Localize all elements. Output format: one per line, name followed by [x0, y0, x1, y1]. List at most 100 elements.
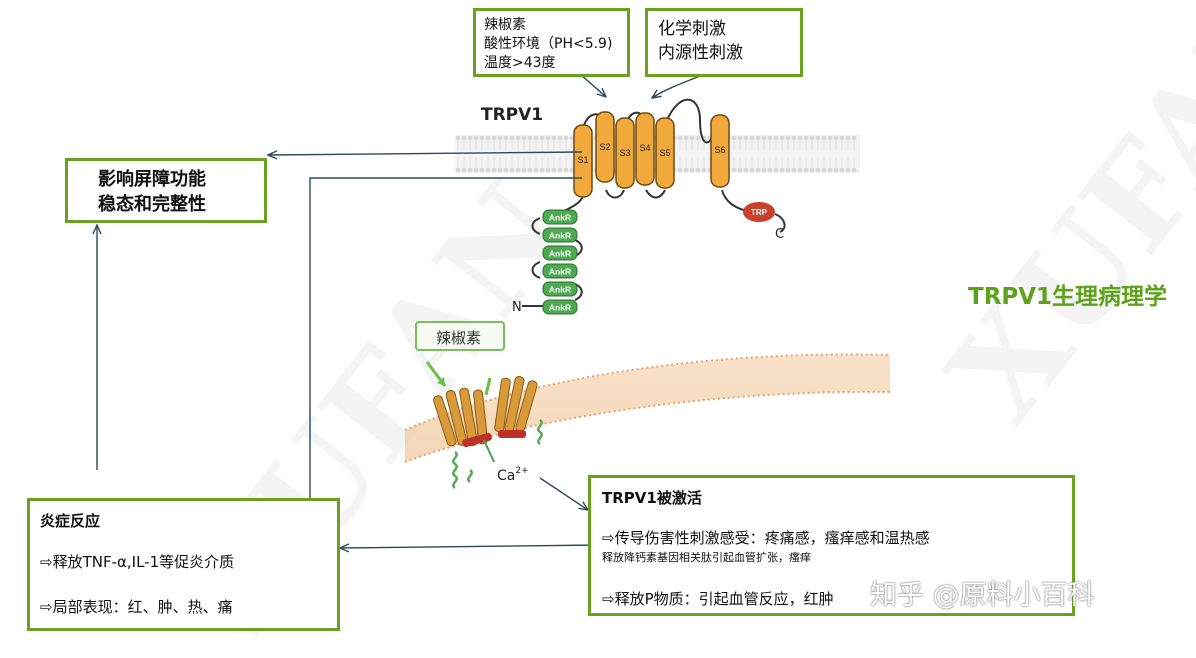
helix-label: S3	[619, 148, 630, 158]
ankyrin-label: AnkR	[549, 213, 571, 223]
trigger-line: 温度>43度	[484, 55, 556, 71]
lipid-head	[803, 135, 809, 141]
lipid-head	[695, 135, 701, 141]
lipid-head	[755, 167, 761, 173]
lipid-head	[545, 167, 551, 173]
helix-label: S6	[714, 145, 725, 155]
lipid-head	[845, 135, 851, 141]
activated-channel-illustration	[425, 361, 543, 490]
calcium-ion-label: Ca2+	[497, 466, 529, 484]
lipid-head	[557, 135, 563, 141]
lipid-head	[827, 167, 833, 173]
lipid-head	[845, 167, 851, 173]
lipid-head	[467, 167, 473, 173]
lipid-head	[803, 167, 809, 173]
lipid-head	[761, 167, 767, 173]
lipid-head	[527, 167, 533, 173]
lipid-head	[473, 135, 479, 141]
helix-label: S1	[577, 155, 588, 165]
helix-label: S5	[659, 148, 670, 158]
barrier-line: 影响屏障功能	[98, 169, 206, 190]
cell-membrane-lower	[404, 353, 891, 463]
lipid-head	[839, 135, 845, 141]
lipid-head	[533, 167, 539, 173]
lipid-head	[677, 167, 683, 173]
lipid-head	[503, 167, 509, 173]
lipid-head	[527, 135, 533, 141]
barrier-function-box: 影响屏障功能 稳态和完整性	[65, 158, 267, 223]
lipid-head	[761, 135, 767, 141]
capsaicin-tag-label: 辣椒素	[436, 329, 482, 347]
lipid-head	[515, 167, 521, 173]
ankyrin-label: AnkR	[549, 249, 571, 259]
lipid-head	[833, 135, 839, 141]
lipid-head	[785, 135, 791, 141]
trp-domain: TRP	[743, 202, 775, 222]
lipid-head	[689, 167, 695, 173]
lipid-head	[755, 135, 761, 141]
lipid-head	[821, 135, 827, 141]
lipid-head	[851, 167, 857, 173]
lipid-head	[737, 135, 743, 141]
lipid-head	[551, 135, 557, 141]
lipid-head	[551, 167, 557, 173]
ankyrin-label: AnkR	[549, 231, 571, 241]
lipid-head	[773, 135, 779, 141]
lipid-head	[491, 167, 497, 173]
lipid-head	[767, 135, 773, 141]
ankyrin-label: AnkR	[549, 285, 571, 295]
lipid-head	[683, 135, 689, 141]
helix-s5	[655, 117, 675, 189]
lipid-head	[833, 167, 839, 173]
flow-arrows	[97, 62, 701, 548]
lipid-head	[731, 135, 737, 141]
activated-line-1-sub: 释放降钙素基因相关肽引起血管扩张，瘙痒	[602, 551, 811, 564]
lipid-head	[677, 135, 683, 141]
ankyrin-repeat	[542, 245, 578, 261]
trigger-line: 辣椒素	[484, 17, 526, 33]
lipid-head	[461, 135, 467, 141]
lipid-head	[797, 167, 803, 173]
helix-s3	[615, 117, 635, 189]
lipid-head	[701, 167, 707, 173]
lipid-head	[563, 135, 569, 141]
trp-label: TRP	[751, 208, 768, 217]
lipid-head	[557, 167, 563, 173]
lipid-head	[815, 167, 821, 173]
trigger-line: 化学刺激	[658, 19, 726, 39]
lipid-head	[491, 135, 497, 141]
capsaicin-tag: 辣椒素	[415, 321, 505, 351]
inflammation-title: 炎症反应	[40, 512, 101, 530]
lipid-head	[521, 167, 527, 173]
lipid-head	[821, 167, 827, 173]
lipid-head	[731, 167, 737, 173]
lipid-head	[467, 135, 473, 141]
lipid-head	[455, 135, 461, 141]
helix-s1	[573, 124, 593, 198]
lipid-head	[533, 135, 539, 141]
lipid-head	[509, 167, 515, 173]
lipid-head	[743, 167, 749, 173]
lipid-head	[785, 167, 791, 173]
lipid-head	[479, 167, 485, 173]
lipid-head	[497, 135, 503, 141]
lipid-head	[809, 167, 815, 173]
lipid-head	[503, 135, 509, 141]
lipid-head	[749, 167, 755, 173]
trigger-box-capsaicin-acid-heat: 辣椒素 酸性环境（PH<5.9) 温度>43度	[473, 8, 630, 77]
section-title: TRPV1生理病理学	[968, 284, 1168, 310]
helix-label: S4	[639, 143, 650, 153]
lipid-head	[773, 167, 779, 173]
ankyrin-repeat	[542, 209, 578, 225]
ankyrin-repeat	[542, 227, 578, 243]
ankyrin-label: AnkR	[549, 303, 571, 313]
lipid-head	[473, 167, 479, 173]
c-terminus-label: C	[775, 227, 784, 242]
lipid-head	[851, 135, 857, 141]
inflammation-line-1: ⇨释放TNF-α,IL-1等促炎介质	[40, 553, 235, 571]
trigger-box-chemical-endogenous: 化学刺激 内源性刺激	[645, 8, 803, 77]
lipid-head	[509, 135, 515, 141]
lipid-head	[779, 135, 785, 141]
